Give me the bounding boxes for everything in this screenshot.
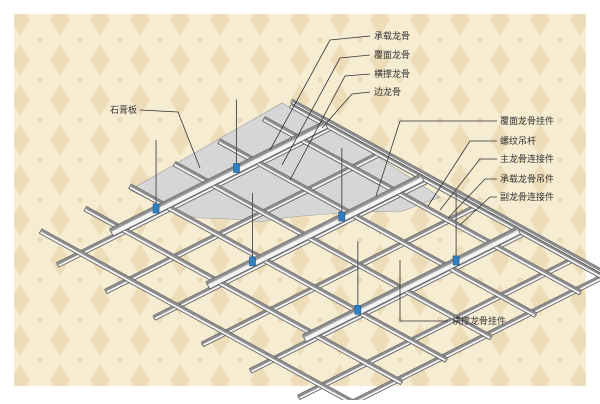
cross-keel-6-flange bbox=[265, 116, 582, 294]
hanger-2 bbox=[233, 163, 240, 173]
label-cover-keel: 覆面龙骨 bbox=[374, 49, 410, 61]
leader-line-3 bbox=[289, 73, 371, 181]
bearing-keel-2 bbox=[205, 173, 425, 290]
leader-lines bbox=[139, 35, 497, 322]
hanger-5 bbox=[354, 305, 362, 315]
hanger-3 bbox=[249, 256, 256, 267]
leader-line-8 bbox=[439, 158, 497, 211]
cross-keel-4 bbox=[172, 161, 493, 341]
label-threaded-rod: 螺纹吊杆 bbox=[500, 135, 536, 147]
label-cross-keel-hanger: 横撑龙骨挂件 bbox=[452, 315, 506, 327]
bearing-keel-3-groove bbox=[303, 229, 519, 338]
cross-keel-6 bbox=[262, 116, 583, 296]
leader-line-6 bbox=[375, 120, 497, 197]
leader-line-1 bbox=[269, 35, 371, 151]
hanger-4 bbox=[338, 211, 346, 222]
label-gypsum-board: 石膏板 bbox=[110, 104, 137, 116]
edge-keel bbox=[290, 98, 600, 274]
label-bearing-keel-hanger: 承载龙骨吊件 bbox=[500, 173, 554, 185]
label-main-keel-connector: 主龙骨连接件 bbox=[500, 153, 554, 165]
cross-keel-2 bbox=[83, 205, 404, 386]
hanger-1 bbox=[152, 203, 160, 214]
label-edge-keel: 边龙骨 bbox=[374, 86, 401, 98]
leader-line-10 bbox=[459, 196, 497, 226]
cross-keel-5 bbox=[217, 138, 538, 318]
leader-line-7 bbox=[427, 140, 497, 207]
cross-keel-3-flange bbox=[131, 184, 448, 361]
hanger-6 bbox=[452, 255, 460, 266]
leader-line-5 bbox=[139, 109, 201, 169]
leader-line-9 bbox=[447, 178, 497, 219]
cross-keel-2-flange bbox=[86, 206, 403, 384]
leader-line-11 bbox=[399, 260, 448, 322]
label-bearing-keel: 承载龙骨 bbox=[374, 30, 410, 42]
cover-keel-7 bbox=[343, 274, 600, 404]
cross-keel-4-flange bbox=[175, 161, 493, 339]
leader-line-4 bbox=[321, 91, 371, 129]
bearing-keel-1-groove bbox=[110, 123, 326, 232]
label-secondary-keel-connector: 副龙骨连接件 bbox=[500, 191, 554, 203]
cover-keel-7-flange bbox=[344, 275, 600, 404]
bearing-keel-2-flange bbox=[206, 173, 421, 285]
label-cover-keel-hanger: 覆面龙骨挂件 bbox=[500, 115, 554, 127]
hanger-group bbox=[152, 99, 460, 315]
label-cross-keel: 横撑龙骨 bbox=[374, 68, 410, 80]
cross-keel-3 bbox=[128, 183, 449, 363]
cross-keel-1-flange bbox=[41, 228, 359, 404]
cross-keel-5-flange bbox=[220, 139, 537, 316]
leader-line-2 bbox=[281, 54, 371, 166]
bearing-keel-2-groove bbox=[207, 176, 422, 285]
edge-keel-flange bbox=[292, 99, 600, 272]
